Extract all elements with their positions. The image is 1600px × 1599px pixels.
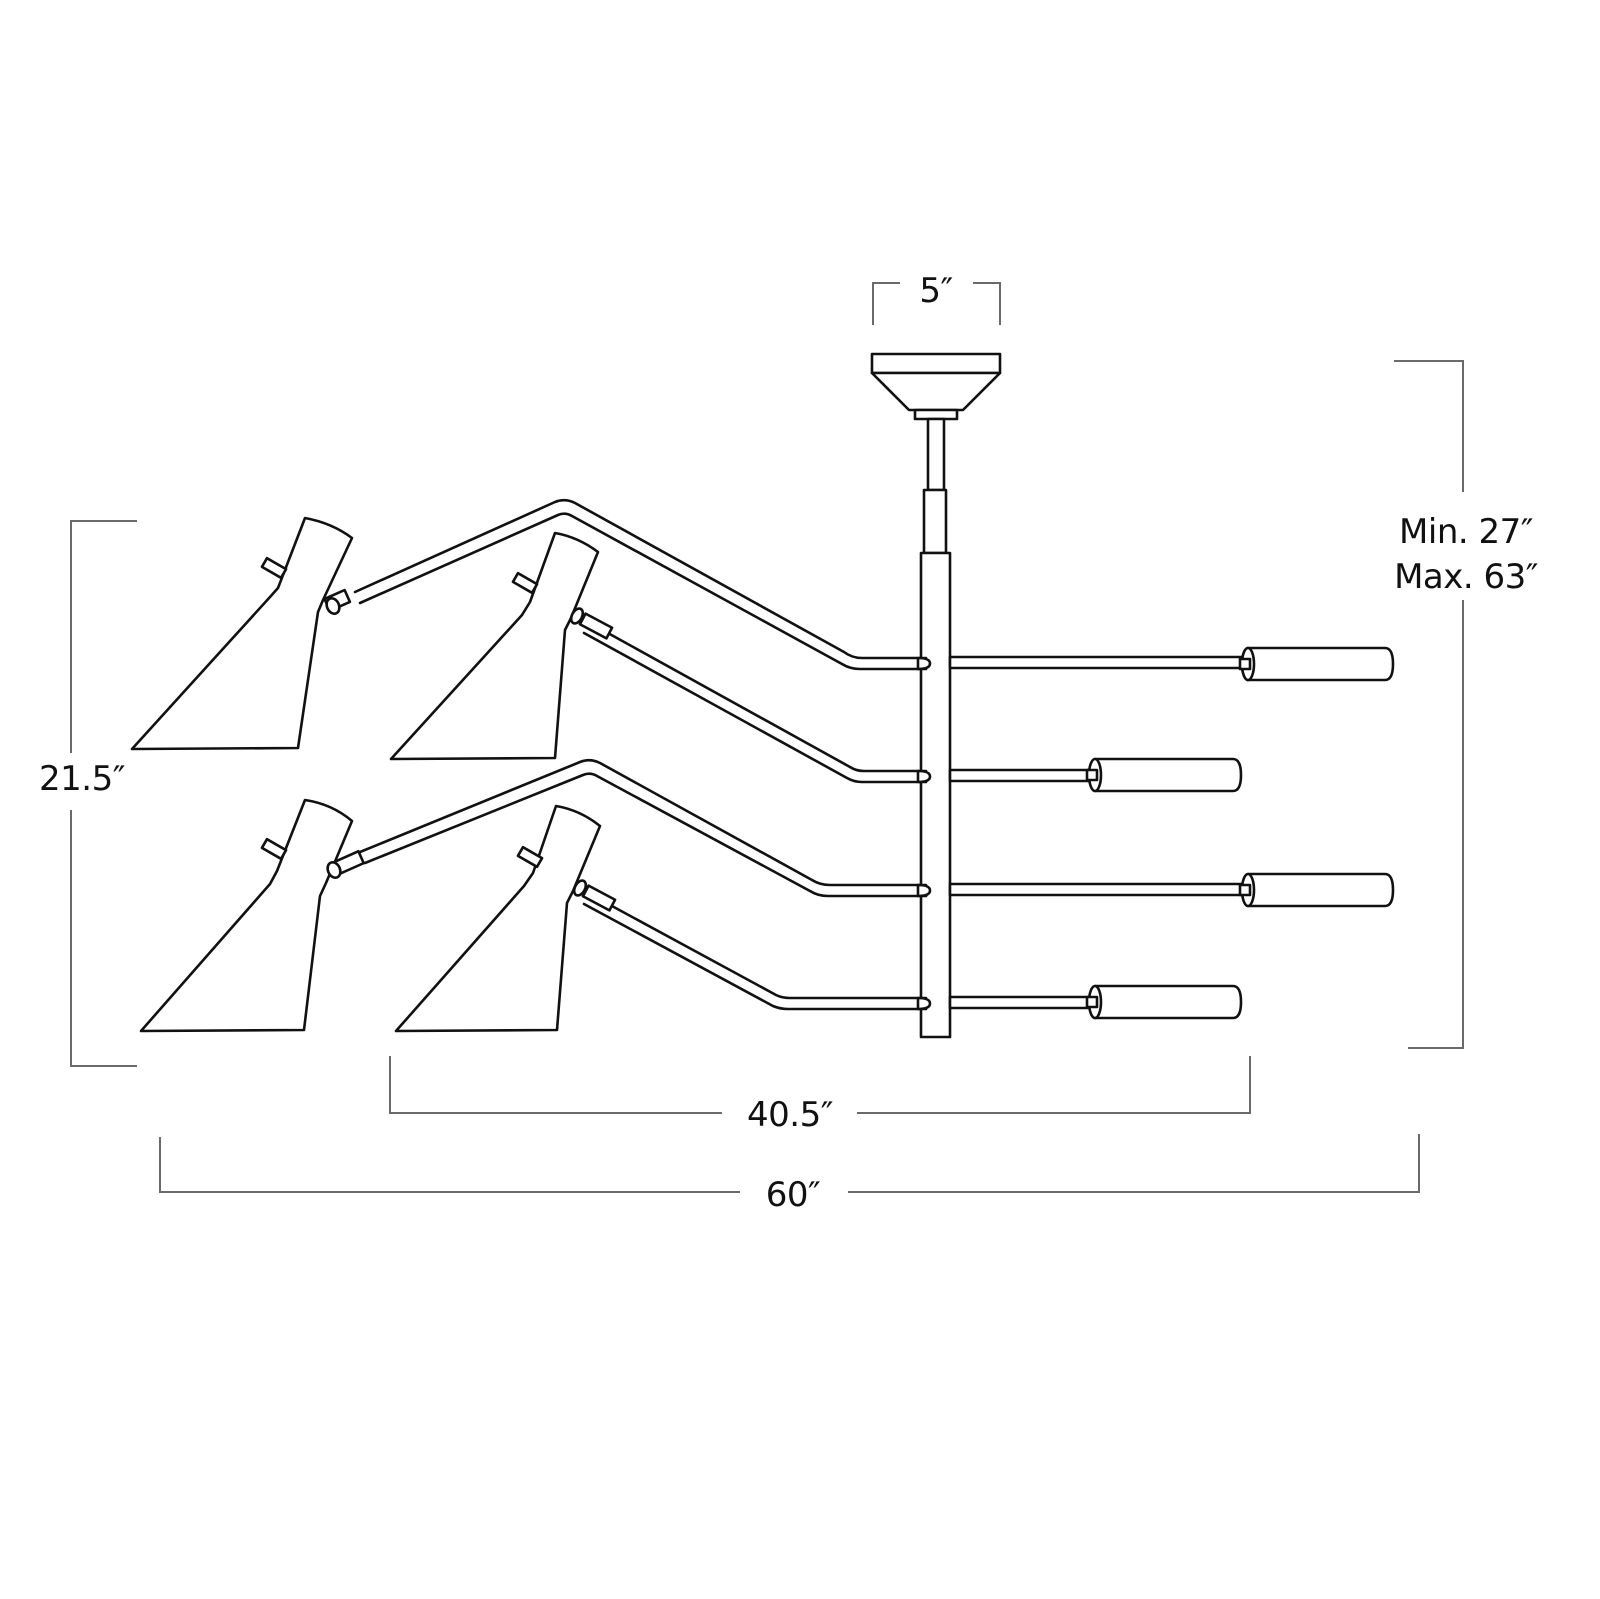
counterweight-arm-1 xyxy=(948,646,1395,682)
counterweight-arm-4 xyxy=(948,984,1243,1020)
shade-arm-3 xyxy=(358,758,932,898)
shade-arm-1 xyxy=(353,498,932,671)
shade-upper-left xyxy=(130,516,354,751)
canopy-width-label: 5″ xyxy=(919,271,952,311)
canopy-width-dimension: 5″ xyxy=(872,271,1001,325)
overall-width-label: 60″ xyxy=(766,1175,820,1215)
shade-lower-inner xyxy=(394,804,617,1033)
counterweight-arm-3 xyxy=(948,872,1395,908)
counterweight-arm-2 xyxy=(948,757,1243,793)
shade-arm-2 xyxy=(582,620,932,784)
ceiling-canopy xyxy=(870,352,1002,421)
height-min-label: Min. 27″ xyxy=(1399,512,1533,552)
shade-height-dimension: 21.5″ xyxy=(39,520,137,1067)
overall-width-dimension: 60″ xyxy=(159,1134,1420,1215)
height-max-label: Max. 63″ xyxy=(1394,557,1538,597)
shade-height-label: 21.5″ xyxy=(39,759,125,799)
shade-upper-inner xyxy=(389,531,614,761)
shade-lower-left xyxy=(139,798,366,1033)
inner-width-label: 40.5″ xyxy=(747,1095,833,1135)
inner-width-dimension: 40.5″ xyxy=(389,1056,1251,1135)
overall-height-dimension: Min. 27″ Max. 63″ xyxy=(1394,360,1538,1049)
shade-arm-4 xyxy=(582,891,932,1011)
telescoping-stem xyxy=(919,417,952,1039)
